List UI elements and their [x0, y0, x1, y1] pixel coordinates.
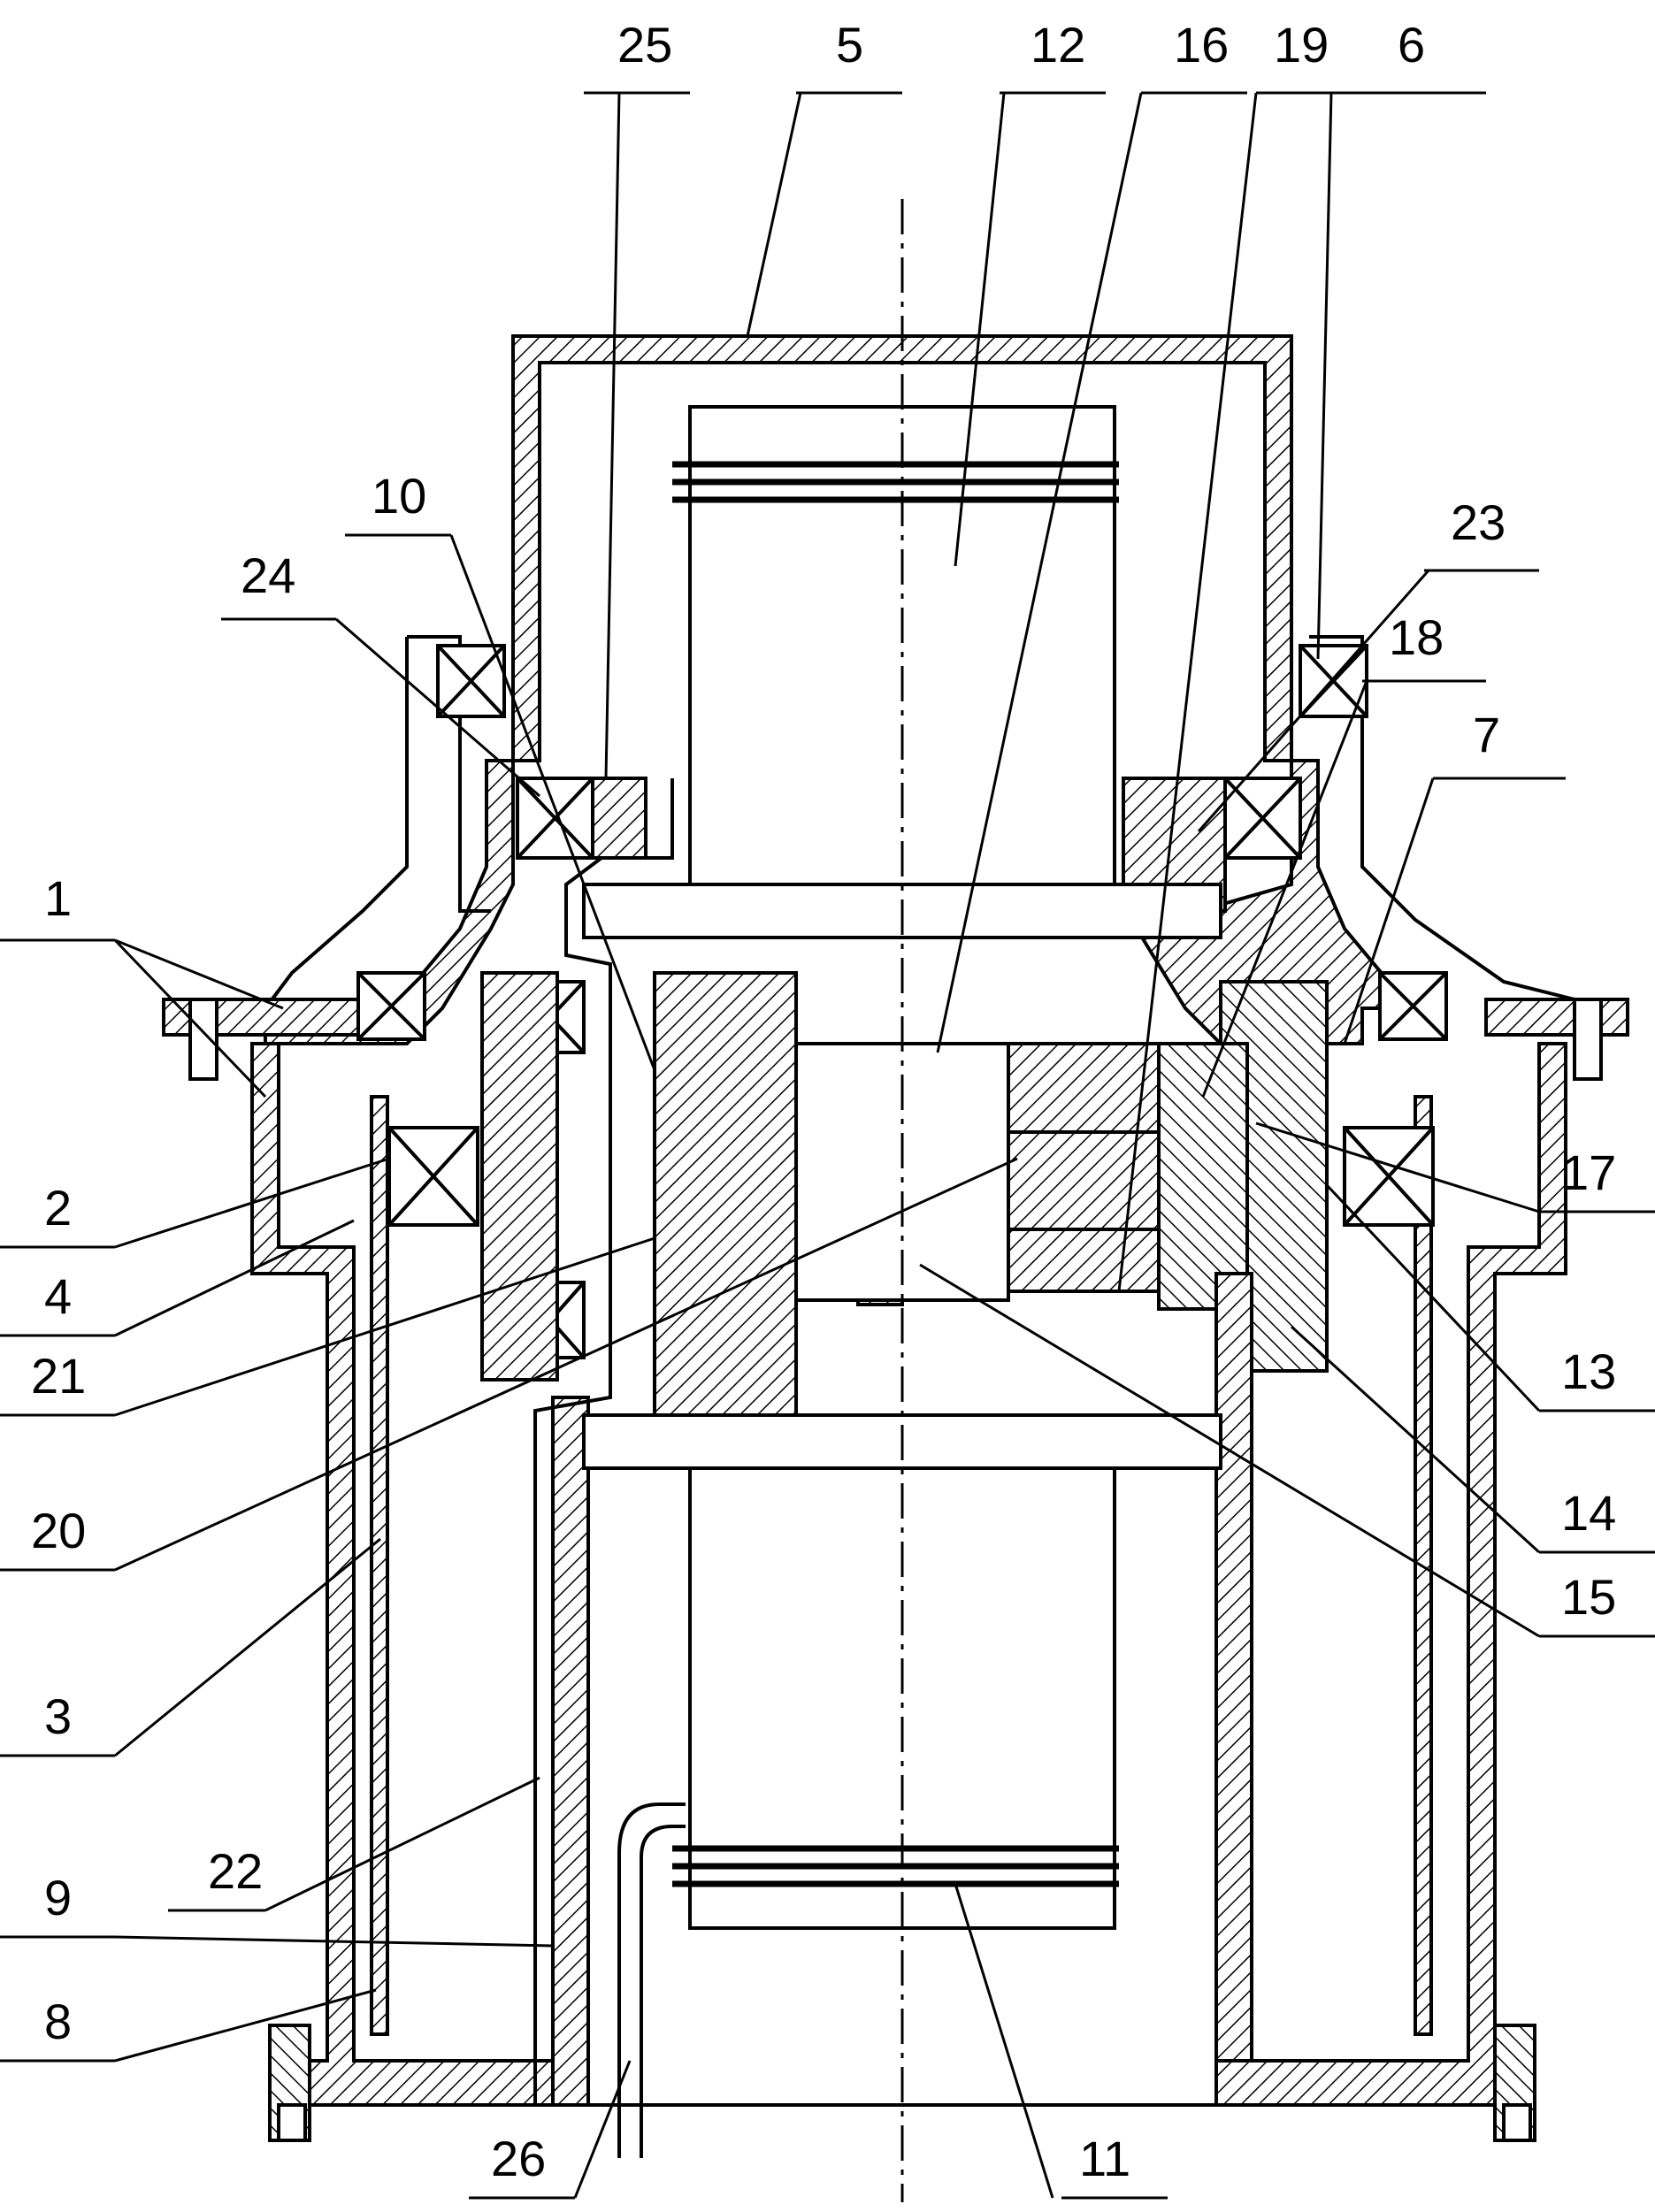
label-21: 21 [31, 1348, 86, 1404]
label-26: 26 [491, 2131, 546, 2186]
label-19: 19 [1274, 17, 1329, 73]
label-10: 10 [372, 468, 426, 524]
label-15: 15 [1561, 1569, 1616, 1625]
label-4: 4 [44, 1268, 72, 1324]
label-5: 5 [836, 17, 863, 73]
label-6: 6 [1398, 17, 1425, 73]
label-25: 25 [617, 17, 672, 73]
label-23: 23 [1451, 494, 1506, 550]
label-24: 24 [241, 547, 295, 603]
label-17: 17 [1561, 1144, 1616, 1200]
label-1: 1 [44, 870, 72, 926]
label-7: 7 [1473, 707, 1500, 762]
label-8: 8 [44, 1994, 72, 2049]
label-3: 3 [44, 1688, 72, 1744]
label-22: 22 [208, 1843, 263, 1899]
label-16: 16 [1174, 17, 1229, 73]
label-2: 2 [44, 1180, 72, 1236]
label-18: 18 [1389, 609, 1444, 665]
label-9: 9 [44, 1870, 72, 1925]
label-14: 14 [1561, 1485, 1616, 1541]
label-12: 12 [1031, 17, 1085, 73]
label-13: 13 [1561, 1343, 1616, 1399]
label-11: 11 [1079, 2131, 1130, 2186]
label-20: 20 [31, 1503, 86, 1558]
